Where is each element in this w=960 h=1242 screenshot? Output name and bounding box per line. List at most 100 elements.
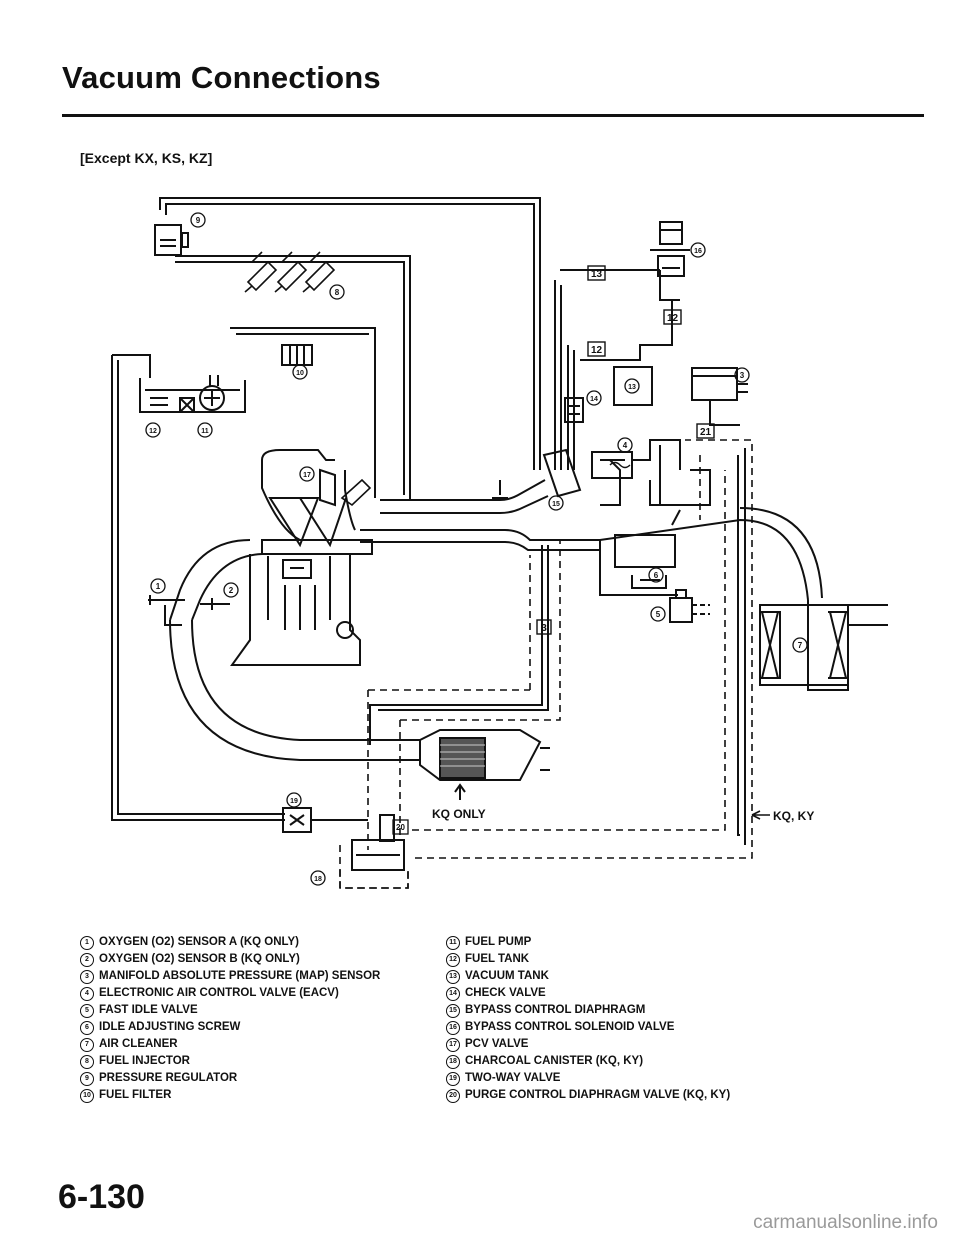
charcoal-canister	[339, 870, 409, 889]
callout-5: 5	[650, 606, 666, 622]
callout-9: 9	[190, 212, 206, 228]
legend-item: 20 PURGE CONTROL DIAPHRAGM VALVE (KQ, KY)	[446, 1087, 730, 1104]
legend-number: 10	[80, 1088, 94, 1103]
fuel-injectors	[244, 251, 336, 293]
callout-17: 17	[299, 466, 315, 482]
legend-label: BYPASS CONTROL SOLENOID VALVE	[465, 1021, 675, 1033]
purge-control-valve	[351, 814, 405, 871]
engine-block	[230, 449, 373, 666]
check-valve	[564, 397, 584, 423]
legend-item: 9 PRESSURE REGULATOR	[80, 1070, 380, 1087]
legend-label: OXYGEN (O2) SENSOR B (KQ ONLY)	[99, 953, 300, 965]
legend-number: 15	[446, 1003, 460, 1018]
legend-number: 6	[80, 1020, 94, 1035]
legend-item: 15 BYPASS CONTROL DIAPHRAGM	[446, 1002, 730, 1019]
legend-item: 7 AIR CLEANER	[80, 1036, 380, 1053]
legend-number: 4	[80, 986, 94, 1001]
callout-20: 20	[392, 819, 409, 835]
svg-text:5: 5	[656, 610, 661, 619]
note-kq-ky: KQ, KY	[751, 809, 814, 823]
svg-text:19: 19	[290, 798, 298, 805]
legend-label: IDLE ADJUSTING SCREW	[99, 1021, 241, 1033]
callout-12: 12	[145, 422, 161, 438]
callout-19: 19	[286, 792, 302, 808]
legend-number: 5	[80, 1003, 94, 1018]
svg-text:6: 6	[654, 571, 659, 580]
bypass-control-diaphragm	[492, 448, 582, 499]
fuel-tank	[139, 375, 246, 413]
legend-item: 18 CHARCOAL CANISTER (KQ, KY)	[446, 1053, 730, 1070]
callout-18: 18	[310, 870, 326, 886]
legend-number: 13	[446, 969, 460, 984]
legend-label: FUEL PUMP	[465, 936, 532, 948]
svg-text:3: 3	[740, 371, 745, 380]
legend-number: 20	[446, 1088, 460, 1103]
legend-number: 1	[80, 935, 94, 950]
svg-text:4: 4	[623, 441, 628, 450]
legend-label: BYPASS CONTROL DIAPHRAGM	[465, 1004, 646, 1016]
legend-number: 9	[80, 1071, 94, 1086]
vacuum-hose-diagram: 13 12 12 21 3 1 2 3 4 5 6 7	[111, 197, 888, 889]
legend-number: 18	[446, 1054, 460, 1069]
svg-text:13: 13	[591, 269, 603, 280]
legend-label: OXYGEN (O2) SENSOR A (KQ ONLY)	[99, 936, 299, 948]
legend-number: 7	[80, 1037, 94, 1052]
callout-13: 13	[624, 378, 640, 394]
legend-label: FUEL INJECTOR	[99, 1055, 190, 1067]
fast-idle-valve	[669, 589, 710, 623]
callout-4: 4	[617, 437, 633, 453]
legend-number: 12	[446, 952, 460, 967]
hose-tag-12-upper: 12	[663, 309, 682, 325]
page-number: 6-130	[58, 1178, 145, 1216]
legend-label: FAST IDLE VALVE	[99, 1004, 198, 1016]
watermark: carmanualsonline.info	[753, 1212, 938, 1233]
legend-label: PURGE CONTROL DIAPHRAGM VALVE (KQ, KY)	[465, 1089, 731, 1101]
legend-item: 1 OXYGEN (O2) SENSOR A (KQ ONLY)	[80, 934, 380, 951]
svg-text:10: 10	[296, 370, 304, 377]
legend-number: 17	[446, 1037, 460, 1052]
legend-item: 5 FAST IDLE VALVE	[80, 1002, 380, 1019]
callout-15: 15	[548, 495, 564, 511]
svg-text:11: 11	[201, 428, 209, 435]
svg-text:16: 16	[694, 248, 702, 255]
callout-7: 7	[792, 637, 808, 653]
svg-text:7: 7	[798, 641, 803, 650]
legend-item: 6 IDLE ADJUSTING SCREW	[80, 1019, 380, 1036]
hose-tag-13: 13	[587, 265, 606, 281]
legend-label: CHARCOAL CANISTER (KQ, KY)	[465, 1055, 644, 1067]
two-way-valve	[282, 807, 368, 833]
legend-label: FUEL FILTER	[99, 1089, 172, 1101]
note-kq-only: KQ ONLY	[432, 807, 486, 821]
callout-11: 11	[197, 422, 213, 438]
legend-item: 10 FUEL FILTER	[80, 1087, 380, 1104]
legend-label: PRESSURE REGULATOR	[99, 1072, 238, 1084]
svg-text:KQ, KY: KQ, KY	[773, 809, 814, 823]
callout-10: 10	[292, 364, 308, 380]
svg-text:1: 1	[156, 582, 161, 591]
callout-6: 6	[648, 567, 664, 583]
vacuum-tank	[613, 366, 653, 406]
svg-text:18: 18	[314, 876, 322, 883]
svg-text:12: 12	[149, 428, 157, 435]
catalytic-converter	[419, 729, 550, 800]
svg-text:21: 21	[700, 427, 712, 438]
hose-tag-12-lower: 12	[587, 341, 606, 357]
bypass-control-solenoid	[650, 221, 690, 277]
hose-lines	[111, 197, 888, 845]
hose-tag-3: 3	[536, 619, 552, 635]
legend-label: AIR CLEANER	[99, 1038, 178, 1050]
callout-8: 8	[329, 284, 345, 300]
svg-text:9: 9	[196, 216, 201, 225]
legend-label: TWO-WAY VALVE	[465, 1072, 561, 1084]
